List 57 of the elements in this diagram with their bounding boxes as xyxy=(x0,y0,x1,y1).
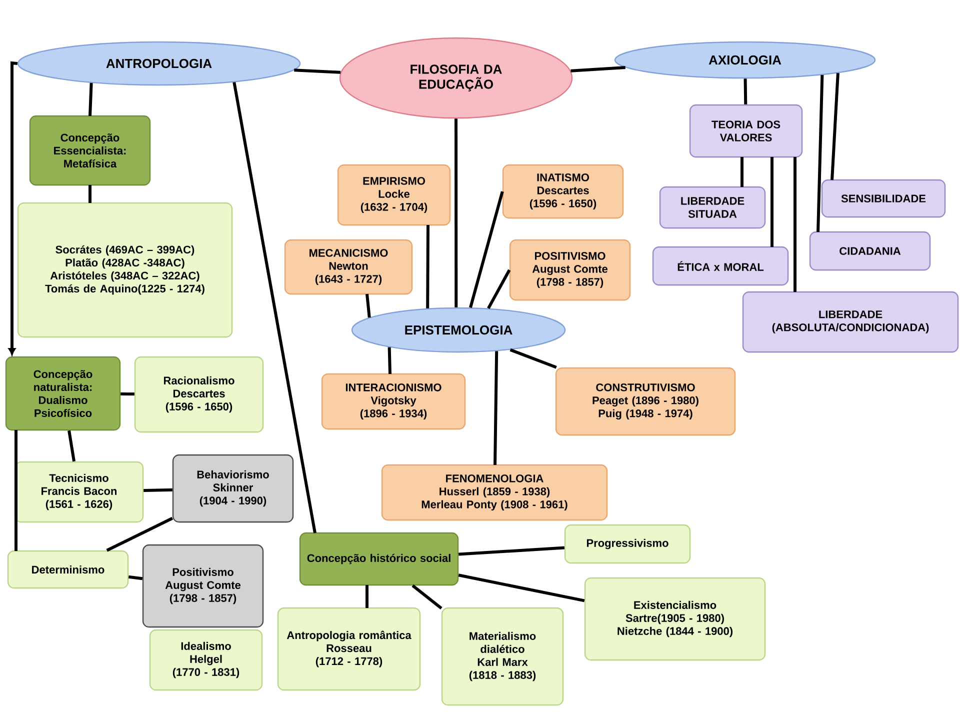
concept-box: LIBERDADE (ABSOLUTA/CONDICIONADA) xyxy=(742,291,959,353)
connector-line xyxy=(794,157,796,292)
connector-line xyxy=(232,82,316,534)
concept-box: EMPIRISMO Locke (1632 - 1704) xyxy=(337,164,451,226)
concept-box: Concepção histórico social xyxy=(299,532,459,586)
concept-box: Concepção naturalista: Dualismo Psicofísico xyxy=(5,356,121,431)
concept-box: Positivismo August Comte (1798 - 1857) xyxy=(142,544,264,628)
connector-line xyxy=(412,584,442,610)
connector-line xyxy=(388,347,392,374)
connector-line xyxy=(120,392,134,396)
concept-box: Behaviorismo Skinner (1904 - 1990) xyxy=(172,454,294,523)
connector-line xyxy=(14,430,18,551)
connector-line xyxy=(88,82,93,116)
connector-line xyxy=(494,351,498,466)
concept-box: CIDADANIA xyxy=(809,231,931,271)
connector-line xyxy=(128,575,143,580)
concept-box: INTERACIONISMO Vigotsky (1896 - 1934) xyxy=(321,373,466,430)
concept-box: TEORIA DOS VALORES xyxy=(689,104,803,158)
concept-box: Determinismo xyxy=(7,550,129,589)
concept-box: Materialismo dialético Karl Marx (1818 - 1883) xyxy=(441,607,564,706)
concept-box: Antropologia romântica Rosseau (1712 - 1778) xyxy=(277,607,421,691)
concept-box: Existencialismo Sartre(1905 - 1980) Nietzche (1844 - 1900) xyxy=(584,577,766,661)
connector-line xyxy=(469,191,504,308)
concept-box: Socrátes (469AC – 399AC) Platão (428AC -348AC) Aristóteles (348AC – 322AC) Tomás de Aquino(1225 - 1274) xyxy=(17,202,233,338)
connector-line xyxy=(458,574,585,602)
connector-line xyxy=(816,74,824,232)
connector-line xyxy=(294,68,341,74)
concept-box: INATISMO Descartes (1596 - 1650) xyxy=(502,164,624,219)
connector-line xyxy=(426,225,430,308)
concept-box: Tecnicismo Francis Bacon (1561 - 1626) xyxy=(14,461,144,523)
concept-box: LIBERDADE SITUADA xyxy=(659,186,766,229)
concept-box: FENOMENOLOGIA Husserl (1859 - 1938) Merleau Ponty (1908 - 1961) xyxy=(381,464,608,521)
concept-box: Progressivismo xyxy=(564,524,691,564)
connector-line xyxy=(830,72,840,180)
concept-box: Racionalismo Descartes (1596 - 1650) xyxy=(134,356,264,433)
concept-box: SENSIBILIDADE xyxy=(821,179,946,218)
connector-line xyxy=(510,348,557,369)
connector-line xyxy=(366,585,368,608)
concept-box: ÉTICA x MORAL xyxy=(652,246,789,286)
connector-line xyxy=(88,185,92,203)
concept-box: POSITIVISMO August Comte (1798 - 1857) xyxy=(509,239,631,301)
connector-line xyxy=(106,516,174,552)
connector-line xyxy=(68,430,76,462)
connector-line xyxy=(770,157,774,247)
connector-line xyxy=(744,78,748,104)
concept-box: Idealismo Helgel (1770 - 1831) xyxy=(149,629,263,691)
arrow xyxy=(8,61,18,356)
connector-line xyxy=(458,546,564,556)
connector-line xyxy=(366,294,371,318)
connector-line xyxy=(487,269,511,310)
connector-line xyxy=(740,157,744,187)
concept-box: MECANICISMO Newton (1643 - 1727) xyxy=(284,239,413,295)
connector-line xyxy=(454,118,458,308)
concept-box: Concepção Essencialista: Metafísica xyxy=(29,115,151,186)
connector-line xyxy=(144,488,172,492)
concept-box: CONSTRUTIVISMO Peaget (1896 - 1980) Puig (1948 - 1974) xyxy=(555,367,736,436)
connector-line xyxy=(570,66,626,72)
